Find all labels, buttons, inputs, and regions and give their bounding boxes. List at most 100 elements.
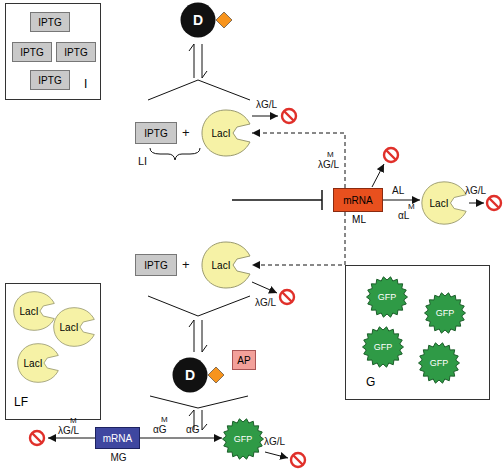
- rate-label: λG/L: [255, 298, 276, 308]
- text-holder: mRNA: [96, 428, 139, 448]
- node-text: MG: [96, 453, 141, 463]
- degradation-symbol: [487, 196, 501, 210]
- species-label: LI: [138, 156, 147, 167]
- node-text: GFP: [378, 292, 397, 302]
- degradation-arrow: [252, 282, 277, 293]
- degradation-arrow: [372, 164, 384, 187]
- dashed-arrow: [252, 212, 345, 265]
- iptg-molecule: IPTG: [135, 122, 177, 144]
- laci-body: [14, 292, 55, 331]
- laci-body: [202, 242, 250, 288]
- ap-box: AP: [232, 350, 256, 370]
- rate-label: λG/L: [58, 426, 79, 436]
- gfp-protein: GFP: [222, 418, 264, 460]
- degradation-symbol: [30, 431, 44, 445]
- binding-bracket: [148, 80, 250, 100]
- degradation-arrow: [265, 452, 288, 458]
- text-holder: LacI: [200, 108, 252, 158]
- node-text: IPTG: [38, 75, 61, 86]
- text-holder: IPTG: [136, 123, 176, 143]
- text-holder: LacI: [420, 180, 468, 226]
- node-text: IPTG: [144, 260, 167, 271]
- gfp-protein: GFP: [424, 292, 466, 334]
- node-text: G: [366, 376, 375, 388]
- brace: [150, 148, 200, 160]
- iptg-molecule: IPTG: [135, 254, 177, 276]
- node-text: GFP: [430, 358, 449, 368]
- dashed-arrow: [252, 133, 345, 188]
- reaction-arrow: [383, 200, 420, 201]
- node-text: D: [193, 12, 203, 28]
- equilibrium-arrow: [189, 320, 194, 352]
- node-text: mRNA: [343, 195, 372, 206]
- degradation-arrow: [252, 116, 278, 117]
- rate-label: αL: [398, 211, 409, 221]
- degradation-arrow: [469, 203, 484, 204]
- node-text: LacI: [24, 358, 43, 369]
- equilibrium-arrow: [189, 44, 194, 78]
- laci-protein: LacI: [52, 306, 96, 348]
- dna-circle-fill: [173, 358, 208, 393]
- node-text: IPTG: [64, 47, 87, 58]
- iptg-molecule: IPTG: [30, 70, 70, 90]
- node-text: D: [185, 367, 195, 383]
- text-holder: GFP: [366, 276, 408, 318]
- iptg-molecule: IPTG: [30, 12, 70, 32]
- pool-box: G GFP GFP GFP GFP: [345, 265, 490, 400]
- node-text: IPTG: [38, 17, 61, 28]
- pool-box: LF LacI LacI LacI: [5, 283, 101, 420]
- node-text: mRNA: [103, 433, 132, 444]
- reaction-arrow: [140, 438, 222, 439]
- edge-label: αG: [186, 425, 200, 435]
- text-holder: GFP: [222, 418, 264, 460]
- text-holder: GFP: [418, 342, 460, 384]
- dna-circle: D: [180, 2, 216, 38]
- node-text: GFP: [234, 434, 253, 444]
- node-text: IPTG: [20, 47, 43, 58]
- laci-protein: LacI: [16, 342, 60, 384]
- laci-body: [54, 308, 95, 347]
- node-text: GFP: [436, 308, 455, 318]
- text-holder: LacI: [16, 342, 60, 384]
- repression-bar: [321, 190, 323, 210]
- operator-diamond: [216, 12, 232, 28]
- node-text: GFP: [374, 342, 393, 352]
- node-text: LF: [14, 396, 28, 408]
- node-text: LacI: [60, 322, 79, 333]
- pool-box: IIPTGIPTGIPTGIPTG: [5, 3, 101, 100]
- iptg-molecule: IPTG: [56, 42, 96, 62]
- text-holder: IPTG: [13, 43, 51, 61]
- mrna-box: mRNAML: [333, 188, 383, 212]
- text-holder: IPTG: [31, 13, 69, 31]
- dna-circle: D: [172, 357, 208, 393]
- text-holder: IPTG: [136, 255, 176, 275]
- degradation-symbol: [384, 148, 398, 162]
- degradation-symbol: [282, 109, 296, 123]
- text-holder: LacI: [200, 240, 252, 290]
- degradation-symbol: [280, 290, 294, 304]
- rate-label: λG/L: [264, 437, 285, 447]
- gfp-body: [367, 277, 408, 317]
- rate-label: αG: [153, 425, 167, 435]
- edge-label: AL: [392, 186, 404, 196]
- plus-sign: +: [182, 258, 190, 271]
- text-holder: D: [180, 2, 216, 38]
- text-holder: mRNA: [334, 189, 382, 211]
- gfp-body: [419, 343, 460, 383]
- gfp-protein: GFP: [366, 276, 408, 318]
- laci-body: [18, 344, 59, 383]
- text-holder: GFP: [424, 292, 466, 334]
- gfp-protein: GFP: [418, 342, 460, 384]
- binding-bracket: [150, 396, 248, 408]
- node-text: LacI: [212, 128, 231, 139]
- node-text: LacI: [20, 306, 39, 317]
- rate-superscript: M: [327, 151, 334, 159]
- plus-sign: +: [182, 126, 190, 139]
- laci-protein: LacI: [420, 180, 468, 226]
- laci-protein: LacI: [12, 290, 56, 332]
- node-text: LacI: [212, 260, 231, 271]
- degradation-arrow: [48, 438, 95, 439]
- gfp-body: [223, 419, 264, 459]
- rate-label: λG/L: [465, 186, 486, 196]
- node-text: LacI: [430, 198, 449, 209]
